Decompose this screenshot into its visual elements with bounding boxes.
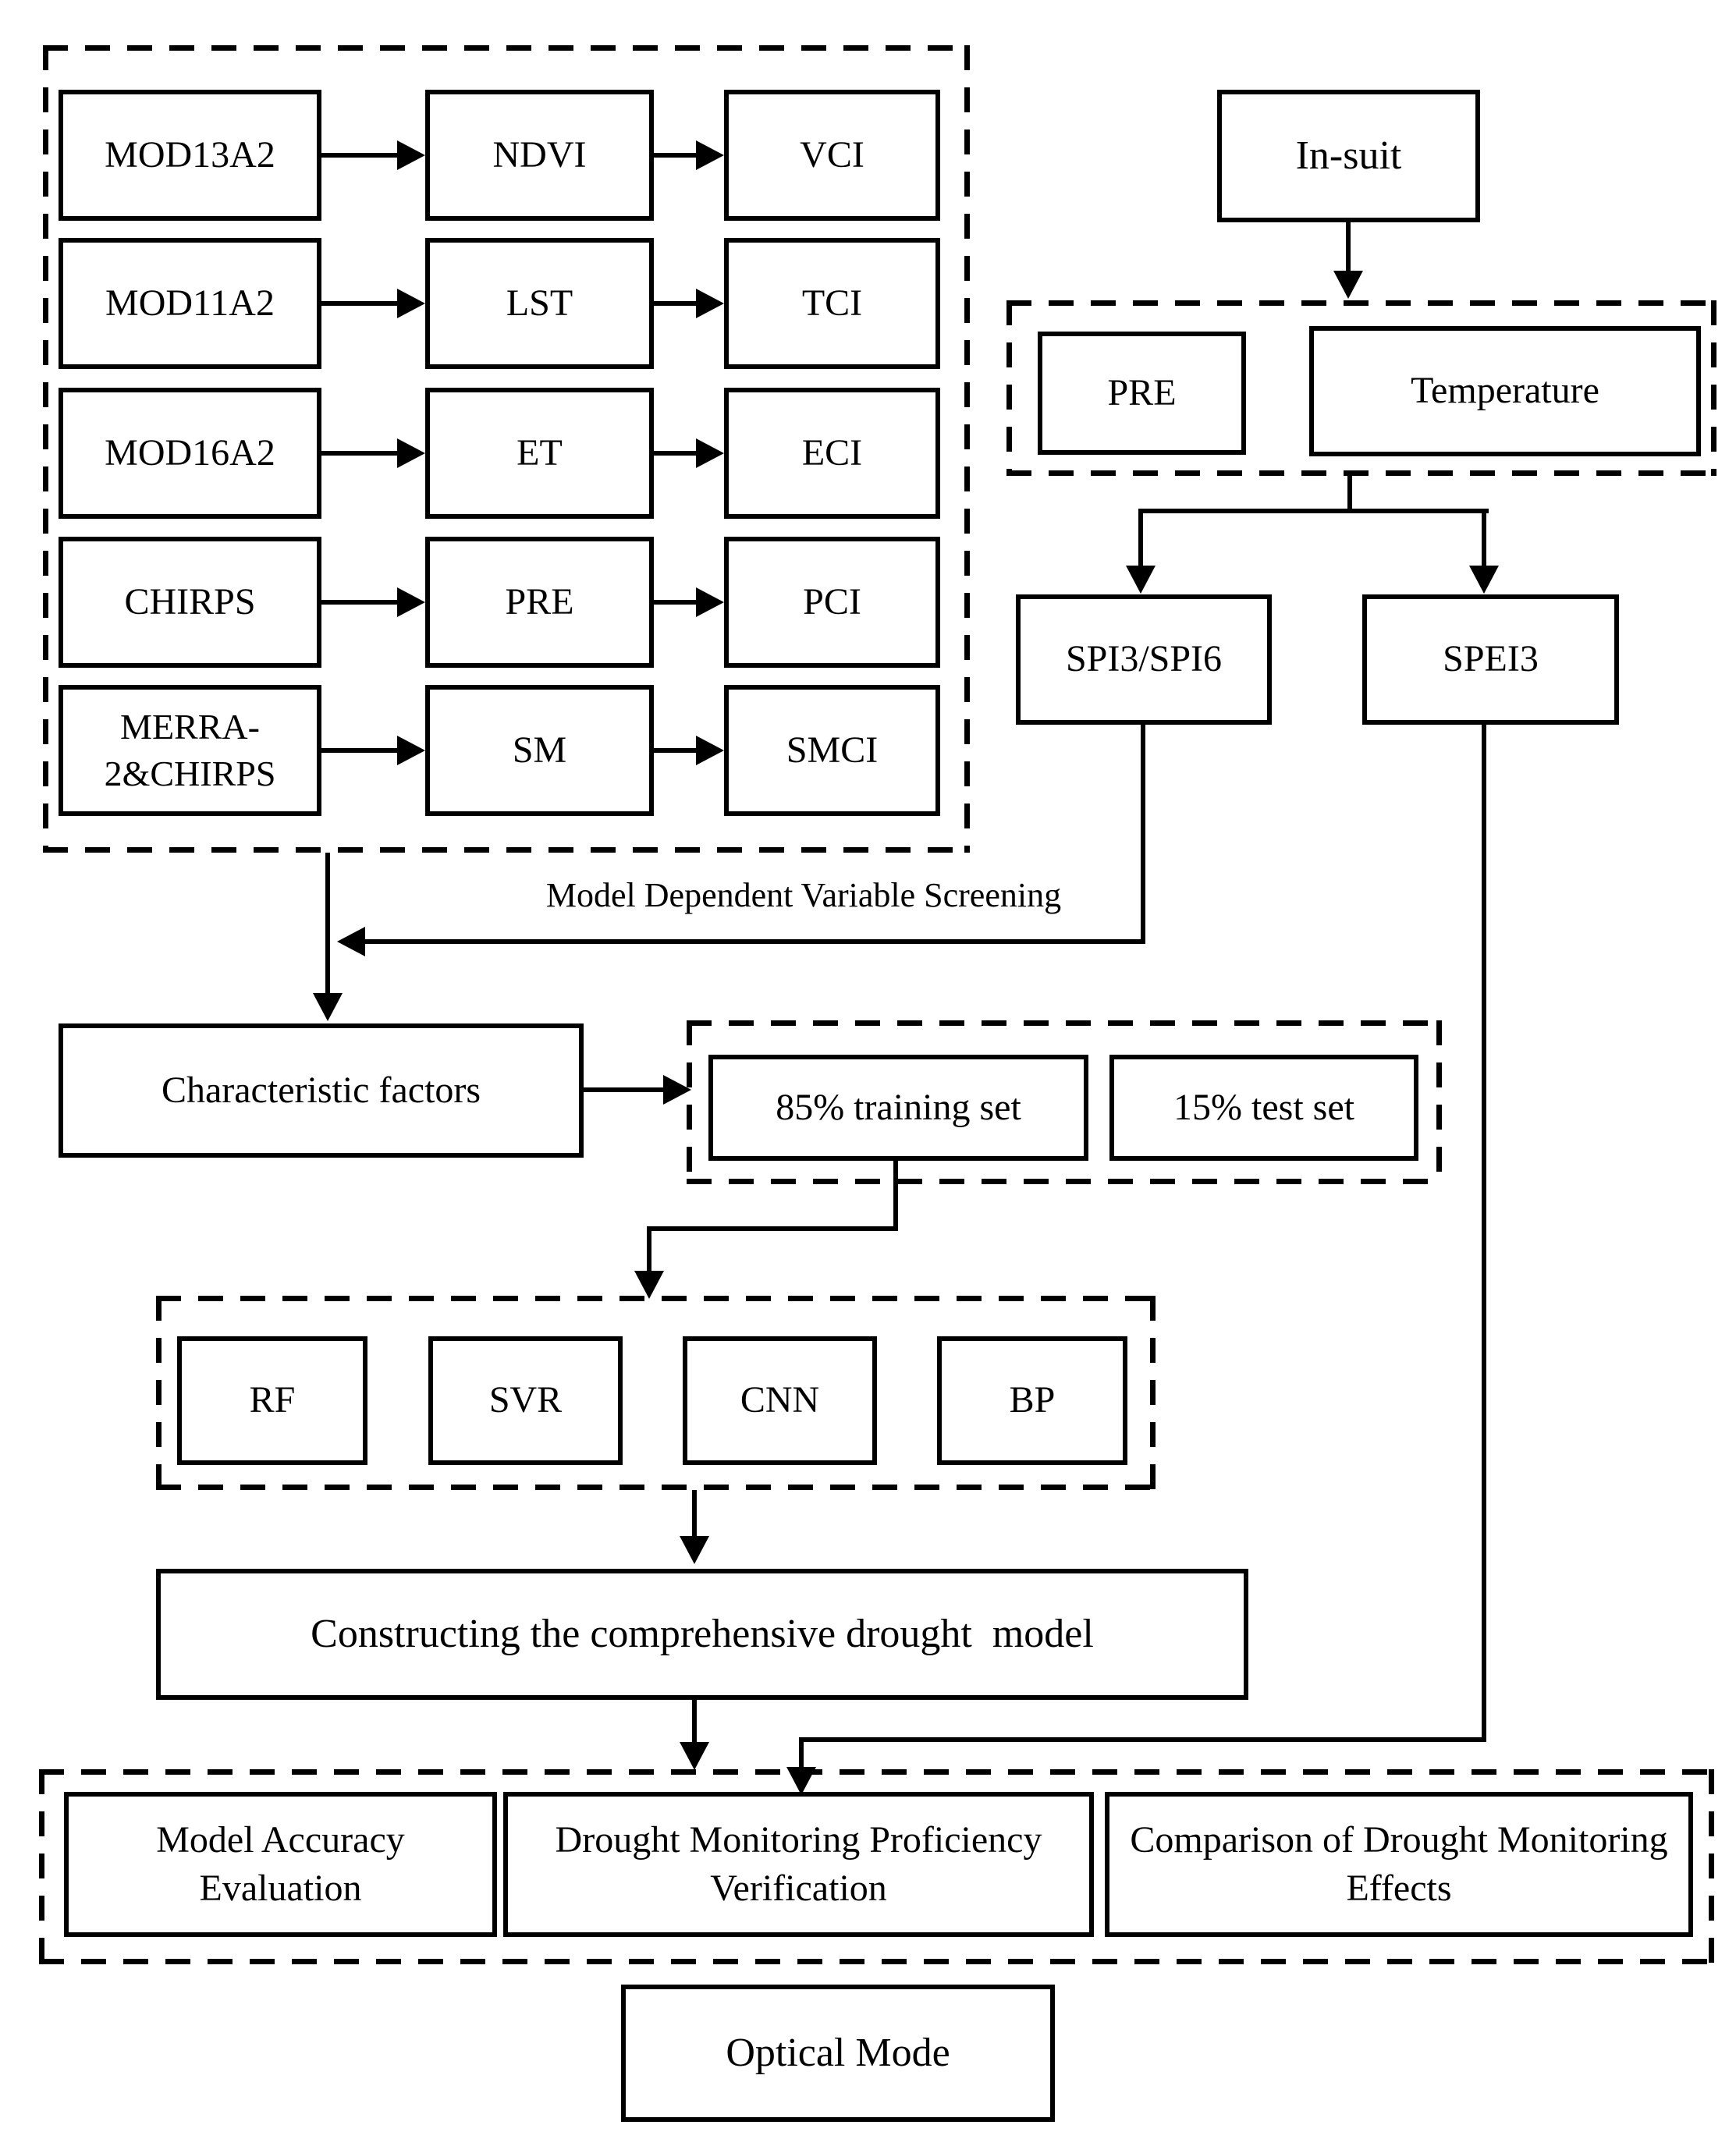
connector-row5-a (321, 748, 397, 753)
node-tci: TCI (724, 238, 940, 369)
connector-row4-a (321, 600, 397, 605)
node-chirps: CHIRPS (59, 537, 321, 668)
node-merra2-chirps: MERRA-2&CHIRPS (59, 685, 321, 816)
arrowhead-insuit (1333, 271, 1363, 299)
connector-spei-drop (799, 1737, 804, 1767)
arrowhead-evaluation (680, 1742, 709, 1770)
connector-characteristic-right (584, 1087, 663, 1092)
node-training-set: 85% training set (708, 1055, 1088, 1161)
arrowhead-screening (337, 927, 365, 956)
connector-group-drop (325, 853, 330, 993)
connector-models-out (692, 1490, 697, 1536)
connector-spei-long (1482, 725, 1486, 1742)
node-lst: LST (425, 238, 654, 369)
arrowhead-row2-b (696, 289, 724, 318)
arrowhead-characteristic (313, 993, 343, 1021)
node-spei3: SPEI3 (1362, 594, 1619, 725)
node-bp: BP (937, 1336, 1127, 1465)
node-mod11a2: MOD11A2 (59, 238, 321, 369)
connector-screening (365, 939, 1143, 944)
node-in-suit: In-suit (1217, 90, 1480, 222)
connector-row2-b (654, 301, 696, 306)
connector-split-left (1138, 509, 1143, 566)
arrowhead-row1-b (696, 140, 724, 170)
node-sm: SM (425, 685, 654, 816)
connector-row1-b (654, 153, 696, 158)
arrowhead-spi (1126, 566, 1156, 594)
connector-split-right (1482, 509, 1486, 566)
arrowhead-row2-a (397, 289, 425, 318)
node-proficiency-verification: Drought Monitoring Proficiency Verificat… (503, 1792, 1094, 1937)
node-eci: ECI (724, 388, 940, 519)
node-pci: PCI (724, 537, 940, 668)
node-svr: SVR (428, 1336, 623, 1465)
arrowhead-row4-a (397, 587, 425, 617)
connector-split-stem (1347, 476, 1352, 513)
node-construct-model: Constructing the comprehensive drought m… (156, 1569, 1248, 1700)
node-pre-station: PRE (1038, 332, 1246, 455)
node-characteristic-factors: Characteristic factors (59, 1023, 584, 1158)
screening-label: Model Dependent Variable Screening (545, 876, 1062, 914)
connector-row2-a (321, 301, 397, 306)
node-mod16a2: MOD16A2 (59, 388, 321, 519)
arrowhead-models (634, 1271, 664, 1299)
connector-spi-down (1141, 725, 1145, 944)
connector-training-left (647, 1226, 898, 1231)
connector-spei-left (799, 1737, 1486, 1742)
connector-construct-out (692, 1700, 697, 1742)
node-spi3-spi6: SPI3/SPI6 (1016, 594, 1272, 725)
connector-training-drop (647, 1226, 651, 1271)
arrowhead-row1-a (397, 140, 425, 170)
arrowhead-spei (1469, 566, 1499, 594)
node-rf: RF (177, 1336, 367, 1465)
node-monitoring-comparison: Comparison of Drought Monitoring Effects (1105, 1792, 1693, 1937)
connector-insuit-down (1346, 222, 1351, 271)
arrowhead-row4-b (696, 587, 724, 617)
connector-split-bar (1138, 509, 1489, 513)
arrowhead-construct (680, 1536, 709, 1564)
connector-training-down (893, 1161, 898, 1231)
connector-row1-a (321, 153, 397, 158)
arrowhead-row3-b (696, 438, 724, 468)
node-et: ET (425, 388, 654, 519)
arrowhead-row3-a (397, 438, 425, 468)
node-temperature: Temperature (1309, 326, 1701, 456)
connector-row4-b (654, 600, 696, 605)
arrowhead-row5-a (397, 736, 425, 765)
arrowhead-row5-b (696, 736, 724, 765)
node-test-set: 15% test set (1109, 1055, 1418, 1161)
connector-row5-b (654, 748, 696, 753)
node-ndvi: NDVI (425, 90, 654, 221)
node-accuracy-evaluation: Model Accuracy Evaluation (64, 1792, 497, 1937)
node-cnn: CNN (683, 1336, 877, 1465)
node-vci: VCI (724, 90, 940, 221)
node-smci: SMCI (724, 685, 940, 816)
connector-row3-a (321, 451, 397, 456)
node-mod13a2: MOD13A2 (59, 90, 321, 221)
node-optical-mode: Optical Mode (621, 1985, 1055, 2122)
connector-row3-b (654, 451, 696, 456)
node-pre-variable: PRE (425, 537, 654, 668)
